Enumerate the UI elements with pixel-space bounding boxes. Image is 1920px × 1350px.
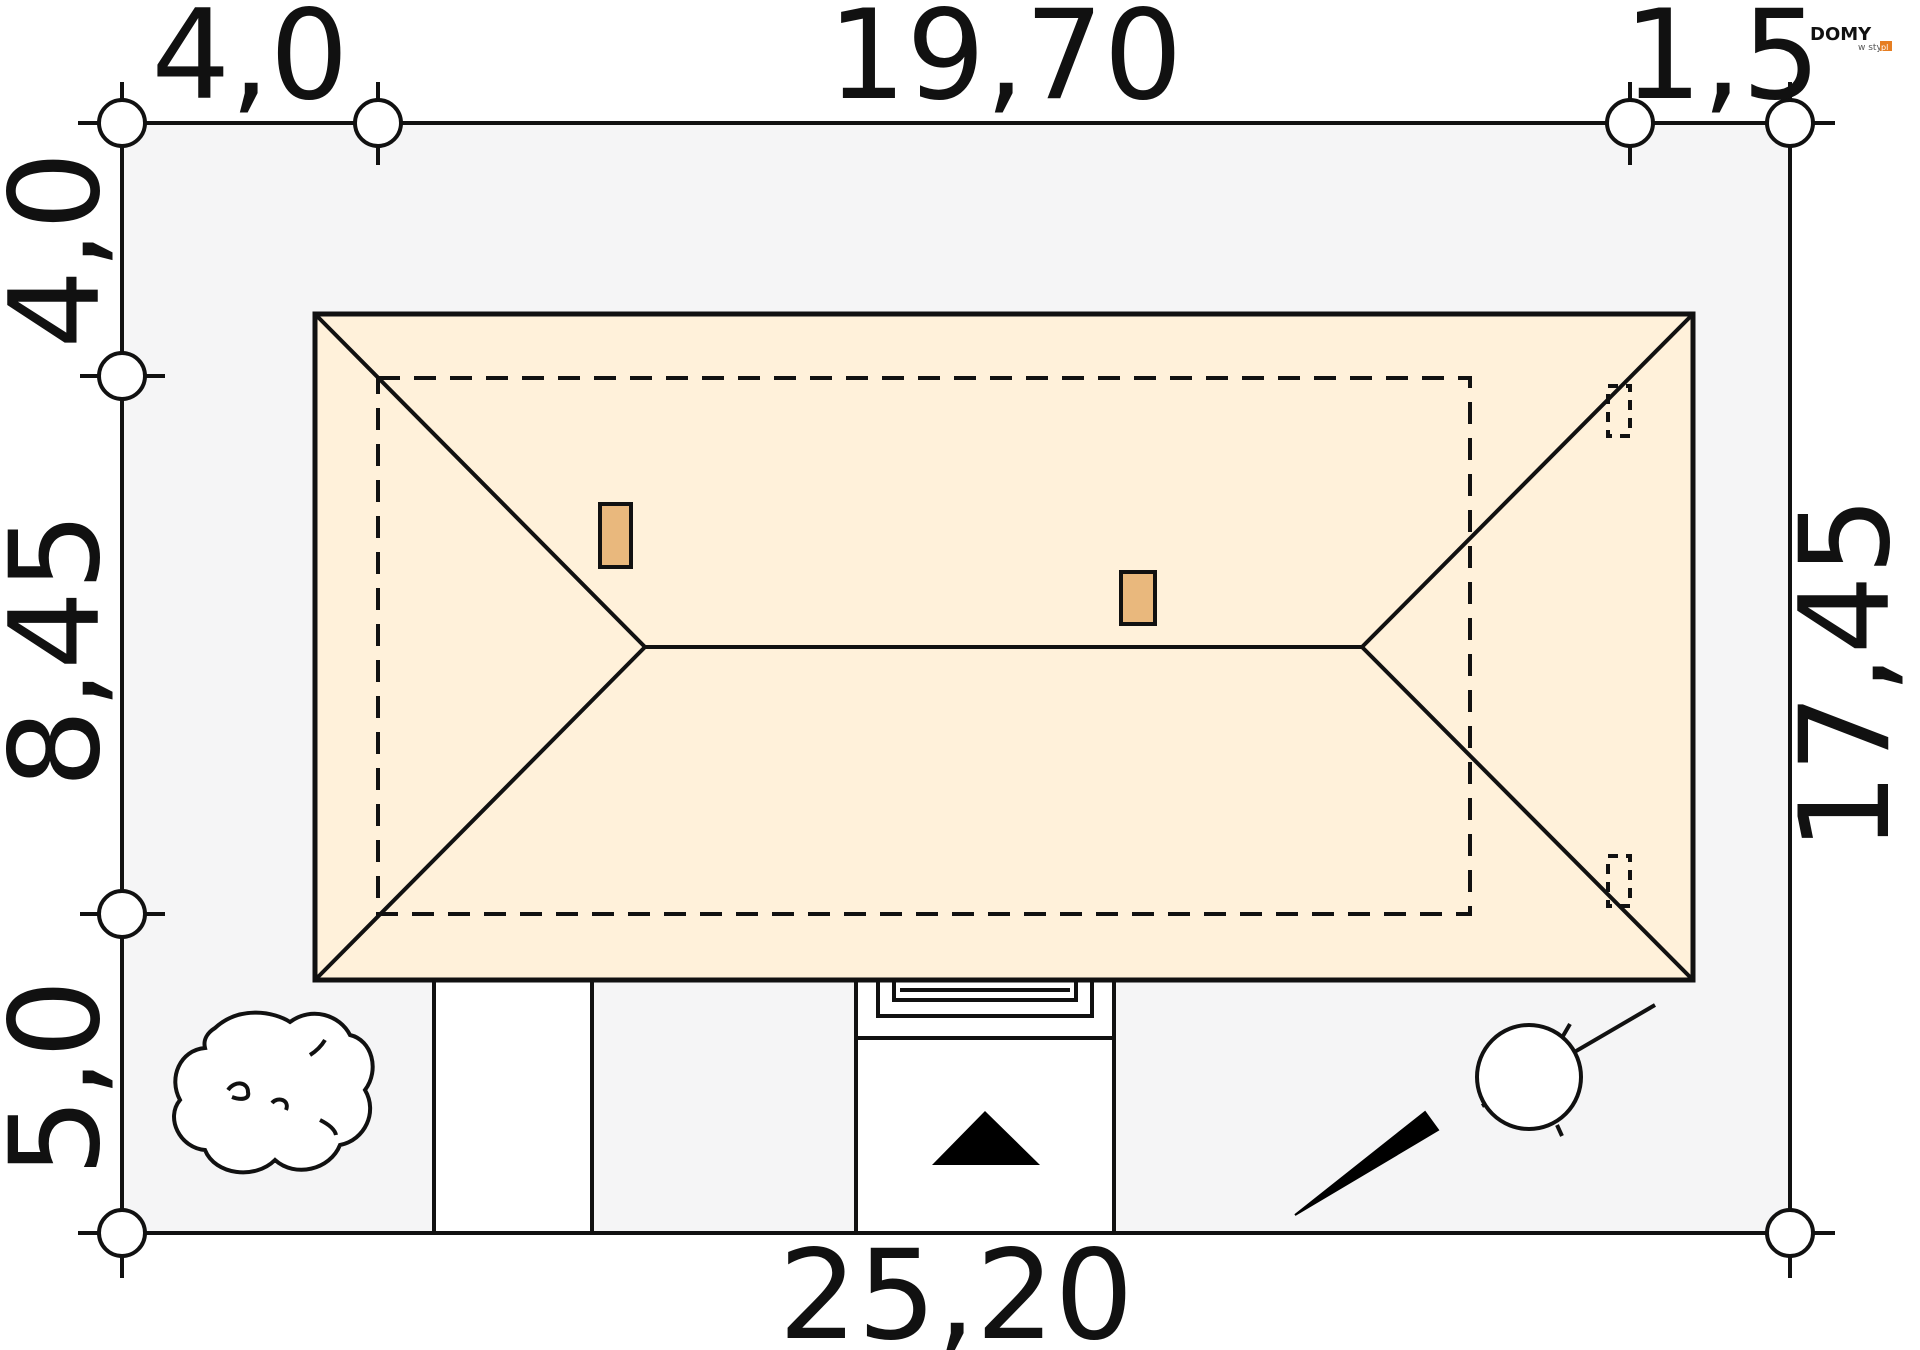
dim-right: 17,45 <box>1774 497 1918 852</box>
dim-top-right: 1,5 <box>1623 0 1820 128</box>
entrance-path <box>854 978 1116 1235</box>
dim-left-bottom: 5,0 <box>0 979 128 1176</box>
dim-top-left: 4,0 <box>151 0 348 128</box>
entrance-arrow-icon <box>932 1111 1040 1165</box>
dim-left-top: 4,0 <box>0 151 128 348</box>
chimney <box>598 502 633 569</box>
chimney <box>1119 570 1157 626</box>
dim-left-middle: 8,45 <box>0 512 128 788</box>
dim-top-center: 19,70 <box>828 0 1183 128</box>
logo-brand: DOMY <box>1810 24 1872 45</box>
north-arrow-icon <box>1294 1003 1657 1216</box>
roof-hip-lines <box>313 312 1695 982</box>
logo-tagline: w stylu <box>1858 43 1890 53</box>
dimension-nodes <box>97 98 1815 1258</box>
logo-badge-box <box>1880 41 1892 51</box>
tree-icon <box>172 1010 375 1175</box>
driveway <box>432 978 594 1235</box>
logo: DOMY w stylu pl <box>1810 24 1892 53</box>
logo-badge: pl <box>1881 43 1888 52</box>
entrance-steps <box>876 980 1094 1018</box>
dim-bottom: 25,20 <box>779 1224 1134 1350</box>
wall-footprint-dashed <box>376 376 1472 916</box>
